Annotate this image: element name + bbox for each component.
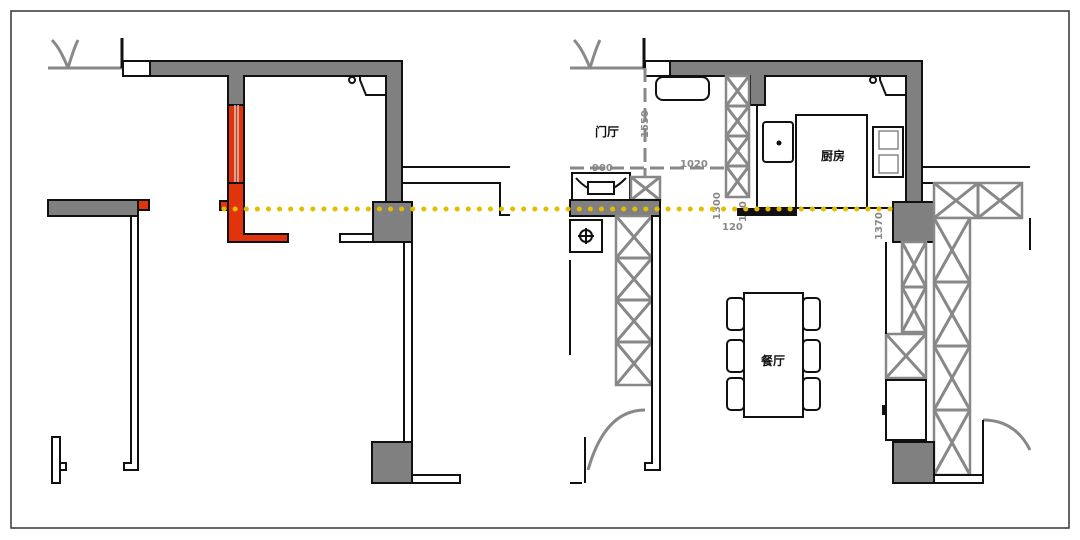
- tall-cabinet: [724, 74, 751, 199]
- dimension-120: 120: [722, 222, 743, 233]
- room-label-kitchen: 厨房: [821, 148, 845, 163]
- plan-before: [47, 38, 510, 484]
- door-swing-icon: [570, 38, 645, 70]
- dimension-1370: 1370: [874, 212, 885, 240]
- tall-cabinet: [614, 214, 654, 387]
- chair: [802, 377, 821, 411]
- floor-drain-icon: [569, 219, 603, 253]
- door-swing-icon: [48, 38, 123, 70]
- chair: [802, 297, 821, 331]
- cabinet: [932, 181, 1024, 220]
- dimension-1550: 1550: [640, 110, 651, 138]
- shoe-cabinet: [655, 76, 710, 101]
- cabinet: [884, 240, 928, 380]
- dimension-1020: 1020: [680, 159, 708, 170]
- door-swing-icon: [586, 408, 646, 471]
- counter-edge: [737, 208, 797, 216]
- chair: [726, 377, 745, 411]
- room-label-entrance: 门厅: [595, 124, 619, 139]
- cabinet: [629, 175, 662, 202]
- appliance: [885, 379, 927, 441]
- chair: [726, 297, 745, 331]
- plan-after: 门厅 厨房 1550 900 1020 1300 120 150 1370: [569, 38, 1032, 484]
- stove-icon: [872, 126, 904, 178]
- demolished-wall: [227, 182, 289, 243]
- frame-border: [10, 10, 1070, 529]
- chair: [726, 339, 745, 373]
- door-swing-icon: [982, 418, 1032, 451]
- dining-table: [726, 292, 821, 418]
- chair: [802, 339, 821, 373]
- demolished-wall: [227, 104, 245, 184]
- tall-cabinet: [932, 216, 972, 477]
- dimension-900: 900: [592, 163, 613, 174]
- room-label-dining: 餐厅: [761, 353, 785, 368]
- dimension-1300: 1300: [712, 192, 723, 220]
